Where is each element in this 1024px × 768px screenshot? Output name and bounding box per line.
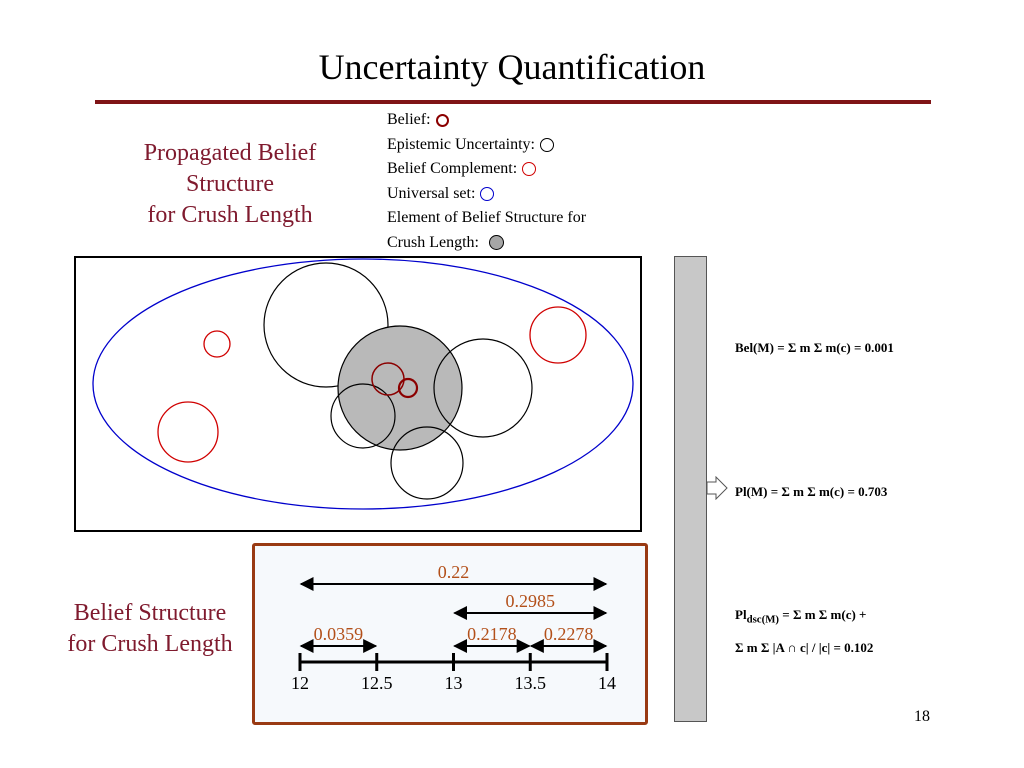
interval-label: 0.2178 [467, 624, 517, 644]
belief-structure-number-line: 12 12.5 13 13.5 14 0.22 0.2985 0.0359 0.2178 0.22… [291, 562, 616, 693]
legend-belief: Belief: [387, 108, 586, 133]
legend-label: Epistemic Uncertainty: [387, 135, 535, 153]
caption-line: for Crush Length [147, 202, 313, 228]
dsc-plausibility-formula-line1: Pldsc(M) = Σ m Σ m(c) + [735, 607, 866, 626]
tick-label: 13 [445, 673, 463, 693]
arrow-right-icon [706, 476, 728, 500]
formula-lhs: Bel(M) = Σ m [735, 340, 811, 355]
complement-circle [157, 401, 219, 463]
venn-diagram [92, 258, 634, 510]
caption-line: for Crush Length [67, 631, 233, 657]
interval-label: 0.22 [438, 562, 470, 582]
belief-formula: Bel(M) = Σ m Σ m(c) = 0.001 [735, 340, 894, 356]
formula-lhs: Pl [735, 607, 747, 622]
legend-label: Belief: [387, 111, 431, 128]
epistemic-circle [390, 426, 464, 500]
formula-rhs: Σ m(c) = 0.001 [813, 340, 894, 355]
formula-rhs: Σ m Σ |A ∩ c| / |c| = 0.102 [735, 640, 874, 655]
tick-label: 14 [598, 673, 616, 693]
universal-set-ellipse [92, 258, 634, 510]
legend: Belief: Epistemic Uncertainty: Belief Co… [387, 108, 586, 255]
formula-lhs: Pl(M) = Σ m [735, 484, 804, 499]
legend-complement: Belief Complement: [387, 157, 586, 182]
epistemic-circle [263, 262, 389, 388]
legend-label: Belief Complement: [387, 160, 518, 177]
page-title: Uncertainty Quantification [318, 47, 706, 87]
formula-sub: dsc(M) [746, 613, 780, 626]
caption-line: Propagated Belief [143, 140, 317, 166]
element-circle-icon [489, 235, 504, 251]
interval-label: 0.0359 [314, 624, 364, 644]
caption-line: Structure [186, 171, 274, 197]
formula-rhs: Σ m(c) = 0.703 [807, 484, 888, 499]
belief-circle-icon [435, 113, 449, 127]
epistemic-circle-icon [539, 137, 554, 152]
tick-label: 12.5 [361, 673, 393, 693]
interval-label: 0.2278 [544, 624, 594, 644]
legend-label: Element of Belief Structure for [387, 209, 587, 226]
dsc-plausibility-formula-line2: Σ m Σ |A ∩ c| / |c| = 0.102 [735, 640, 873, 656]
plausibility-formula: Pl(M) = Σ m Σ m(c) = 0.703 [735, 484, 887, 500]
legend-epistemic: Epistemic Uncertainty: [387, 133, 586, 158]
tick-label: 12 [291, 673, 309, 693]
title-divider [95, 100, 931, 104]
propagation-bar [674, 256, 707, 722]
page-number: 18 [914, 708, 930, 725]
propagated-belief-caption: Propagated Belief Structure for Crush Le… [110, 138, 350, 231]
number-line-panel: 12 12.5 13 13.5 14 0.22 0.2985 0.0359 0.2178 0.22… [252, 543, 648, 725]
legend-universal: Universal set: [387, 182, 586, 207]
universal-circle-icon [480, 186, 495, 201]
complement-circle-icon [522, 162, 537, 177]
legend-label: Universal set: [387, 184, 476, 202]
formula-rhs: = Σ m Σ m(c) + [782, 607, 867, 622]
caption-line: Belief Structure [73, 600, 227, 626]
epistemic-circle [433, 338, 533, 438]
epistemic-circle [330, 383, 396, 449]
complement-circle [529, 306, 587, 364]
interval-label: 0.2985 [506, 591, 556, 611]
legend-element: Element of Belief Structure for [387, 206, 586, 231]
complement-circle [203, 330, 231, 358]
venn-diagram-frame [74, 256, 642, 532]
legend-label: Crush Length: [387, 233, 479, 251]
legend-element-line2: Crush Length: [387, 231, 586, 256]
belief-structure-caption: Belief Structure for Crush Length [40, 598, 260, 660]
tick-label: 13.5 [515, 673, 547, 693]
belief-circle [397, 377, 419, 399]
